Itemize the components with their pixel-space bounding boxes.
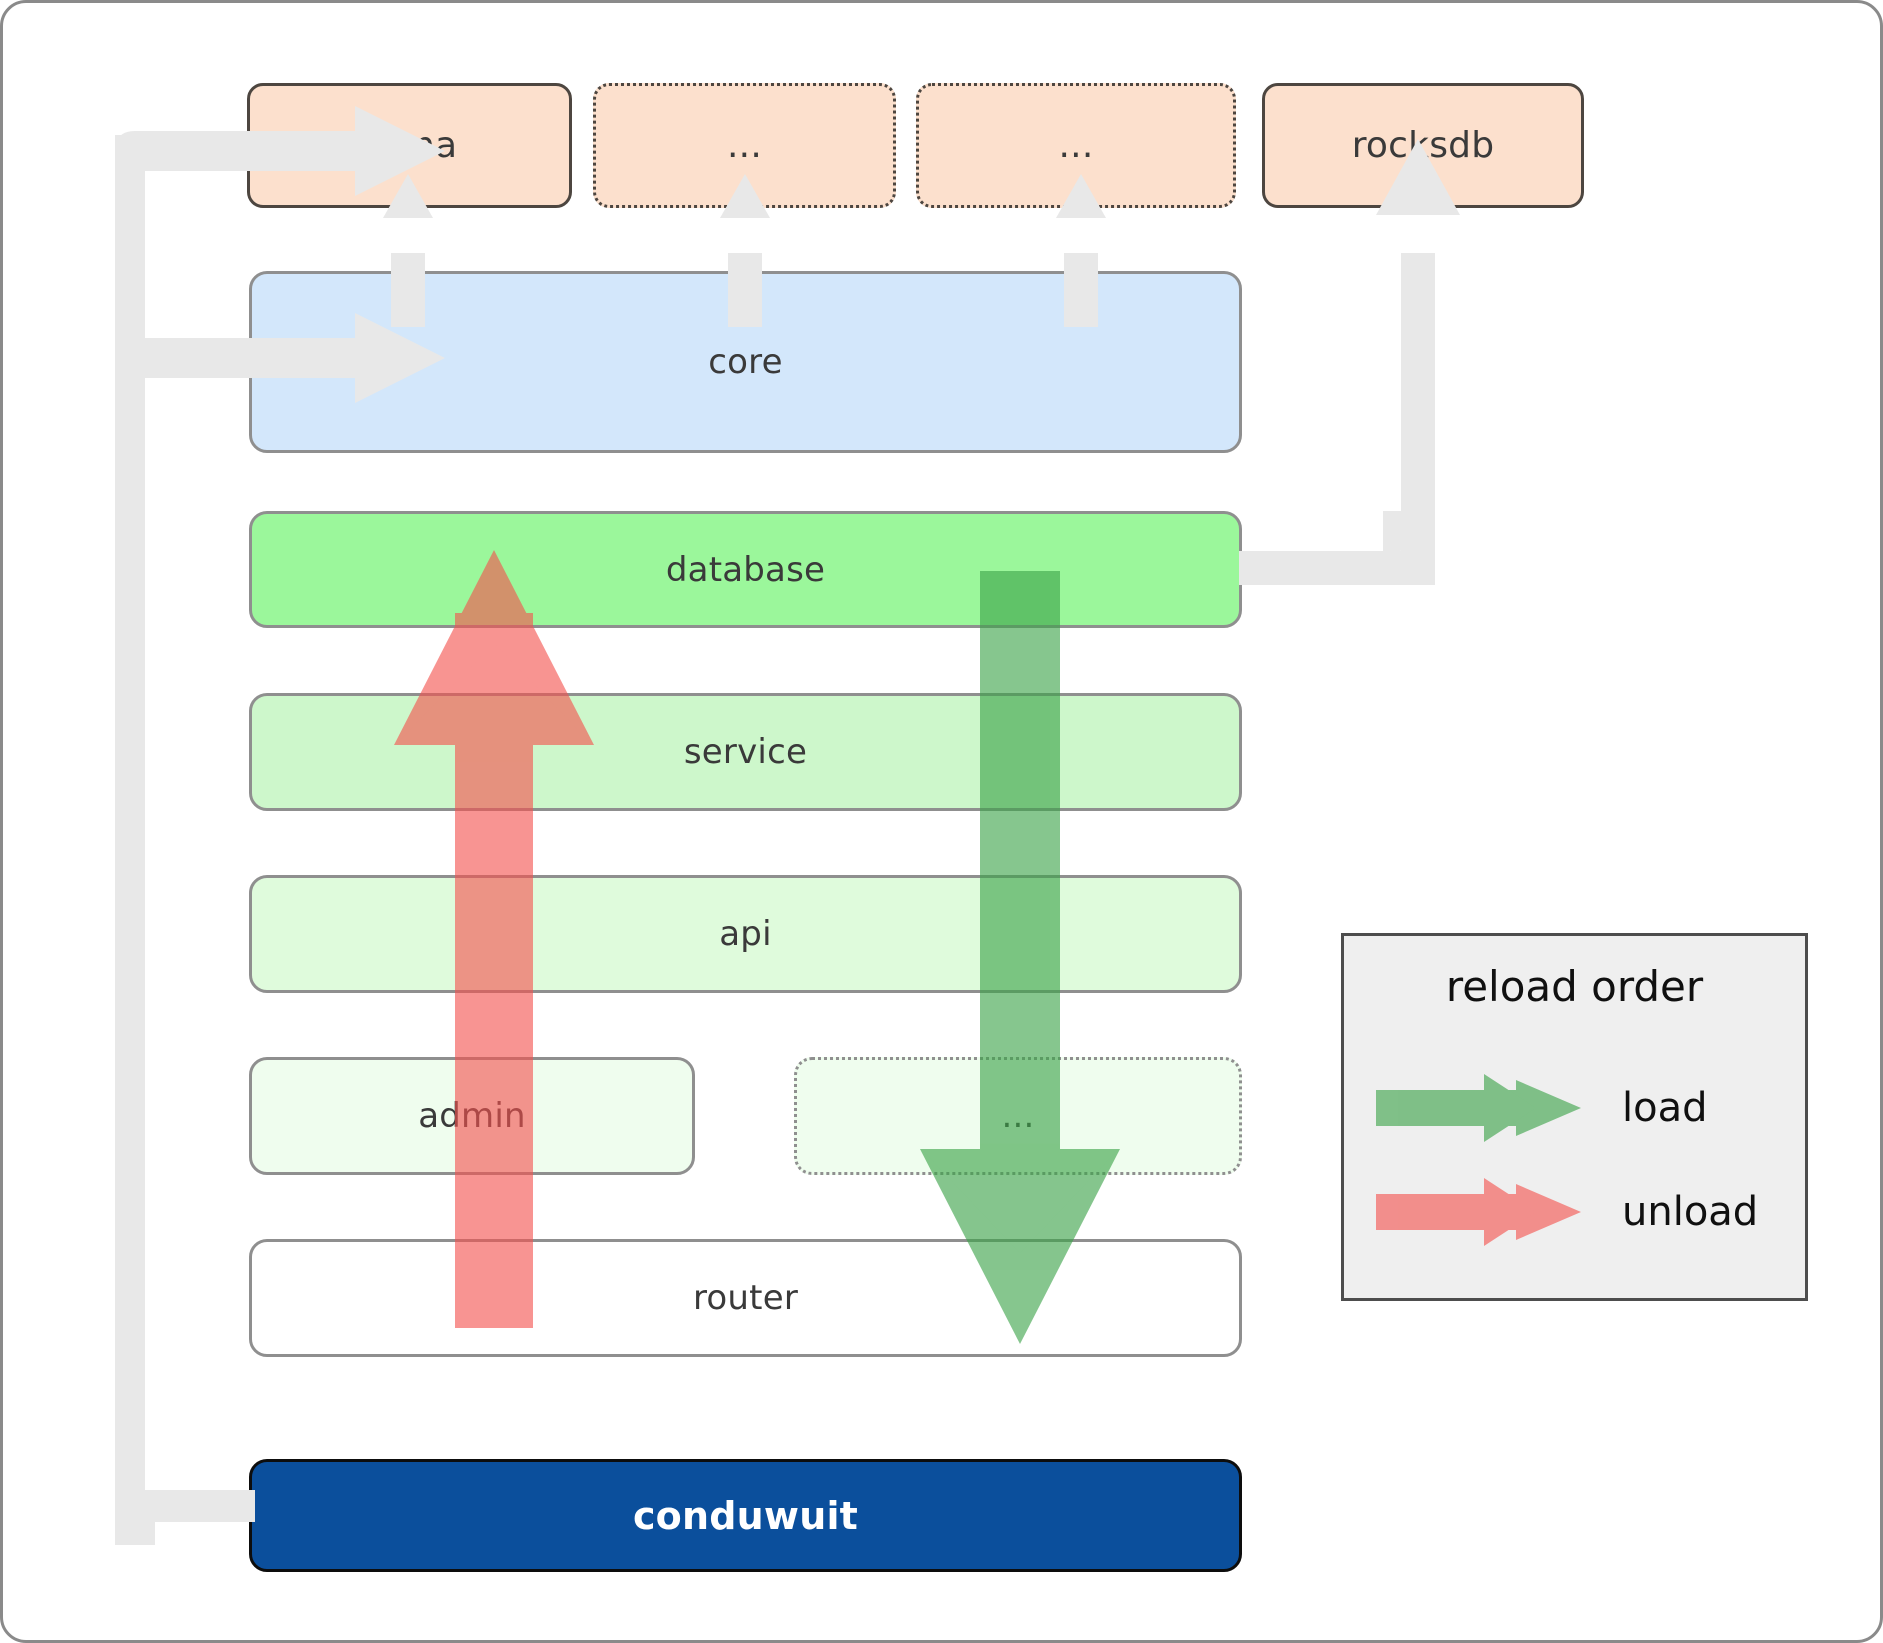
node-label: conduwuit — [632, 1493, 859, 1538]
load-arrow-icon — [1376, 1074, 1581, 1142]
node-label: ... — [1001, 1096, 1035, 1136]
unload-arrow-icon — [1376, 1178, 1581, 1246]
node-database[interactable]: database — [249, 511, 1242, 628]
node-label: service — [683, 732, 808, 772]
connector-arrows — [115, 106, 1460, 1545]
node-label: ... — [727, 125, 762, 166]
node-layer-ellipsis[interactable]: ... — [794, 1057, 1242, 1175]
node-rocksdb[interactable]: rocksdb — [1262, 83, 1584, 208]
legend-row-load: load — [1344, 1060, 1805, 1156]
node-label: ruma — [361, 125, 458, 166]
node-api[interactable]: api — [249, 875, 1242, 993]
node-admin[interactable]: admin — [249, 1057, 695, 1175]
node-core[interactable]: core — [249, 271, 1242, 453]
legend-label-unload: unload — [1622, 1189, 1759, 1235]
node-dependency-ellipsis-1[interactable]: ... — [593, 83, 896, 208]
legend-panel: reload order load unload — [1341, 933, 1808, 1301]
legend-label-load: load — [1622, 1085, 1708, 1131]
node-label: router — [692, 1278, 798, 1318]
node-label: admin — [418, 1096, 526, 1136]
node-label: core — [708, 342, 783, 382]
node-label: ... — [1058, 125, 1094, 166]
node-label: api — [719, 914, 772, 954]
reload-flow-arrows — [394, 550, 1120, 1344]
node-label: rocksdb — [1351, 125, 1495, 166]
node-conduwuit[interactable]: conduwuit — [249, 1459, 1242, 1572]
node-dependency-ellipsis-2[interactable]: ... — [916, 83, 1236, 208]
node-ruma[interactable]: ruma — [247, 83, 572, 208]
legend-row-unload: unload — [1344, 1164, 1805, 1260]
legend-title: reload order — [1445, 962, 1704, 1011]
node-service[interactable]: service — [249, 693, 1242, 811]
node-router[interactable]: router — [249, 1239, 1242, 1357]
node-label: database — [665, 549, 826, 590]
